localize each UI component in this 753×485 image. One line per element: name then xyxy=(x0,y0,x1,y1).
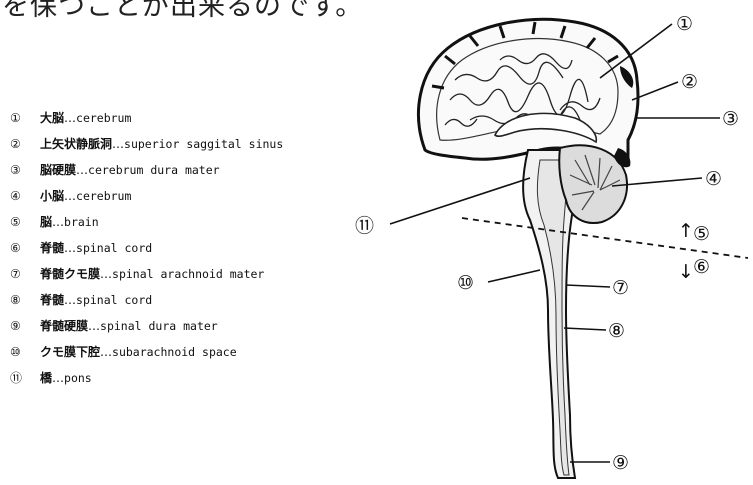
callout-1: ① xyxy=(676,13,693,35)
callout-7: ⑦ xyxy=(612,277,629,299)
arrow-up-icon: ↑ xyxy=(678,220,694,242)
cerebrum-outline xyxy=(419,19,638,160)
callout-5: ⑤ xyxy=(693,223,710,245)
callout-4: ④ xyxy=(705,168,722,190)
leader-line-8 xyxy=(564,328,606,330)
callout-10: ⑩ xyxy=(457,272,474,294)
callout-2: ② xyxy=(681,71,698,93)
callout-8: ⑧ xyxy=(608,320,625,342)
leader-line-10 xyxy=(488,270,540,282)
callout-11: ⑪ xyxy=(355,215,374,237)
callout-3: ③ xyxy=(722,108,739,130)
callout-6: ⑥ xyxy=(693,256,710,278)
callout-9: ⑨ xyxy=(612,452,629,474)
leader-line-11 xyxy=(390,178,530,224)
arrow-down-icon: ↓ xyxy=(678,261,694,283)
leader-line-7 xyxy=(566,285,610,287)
